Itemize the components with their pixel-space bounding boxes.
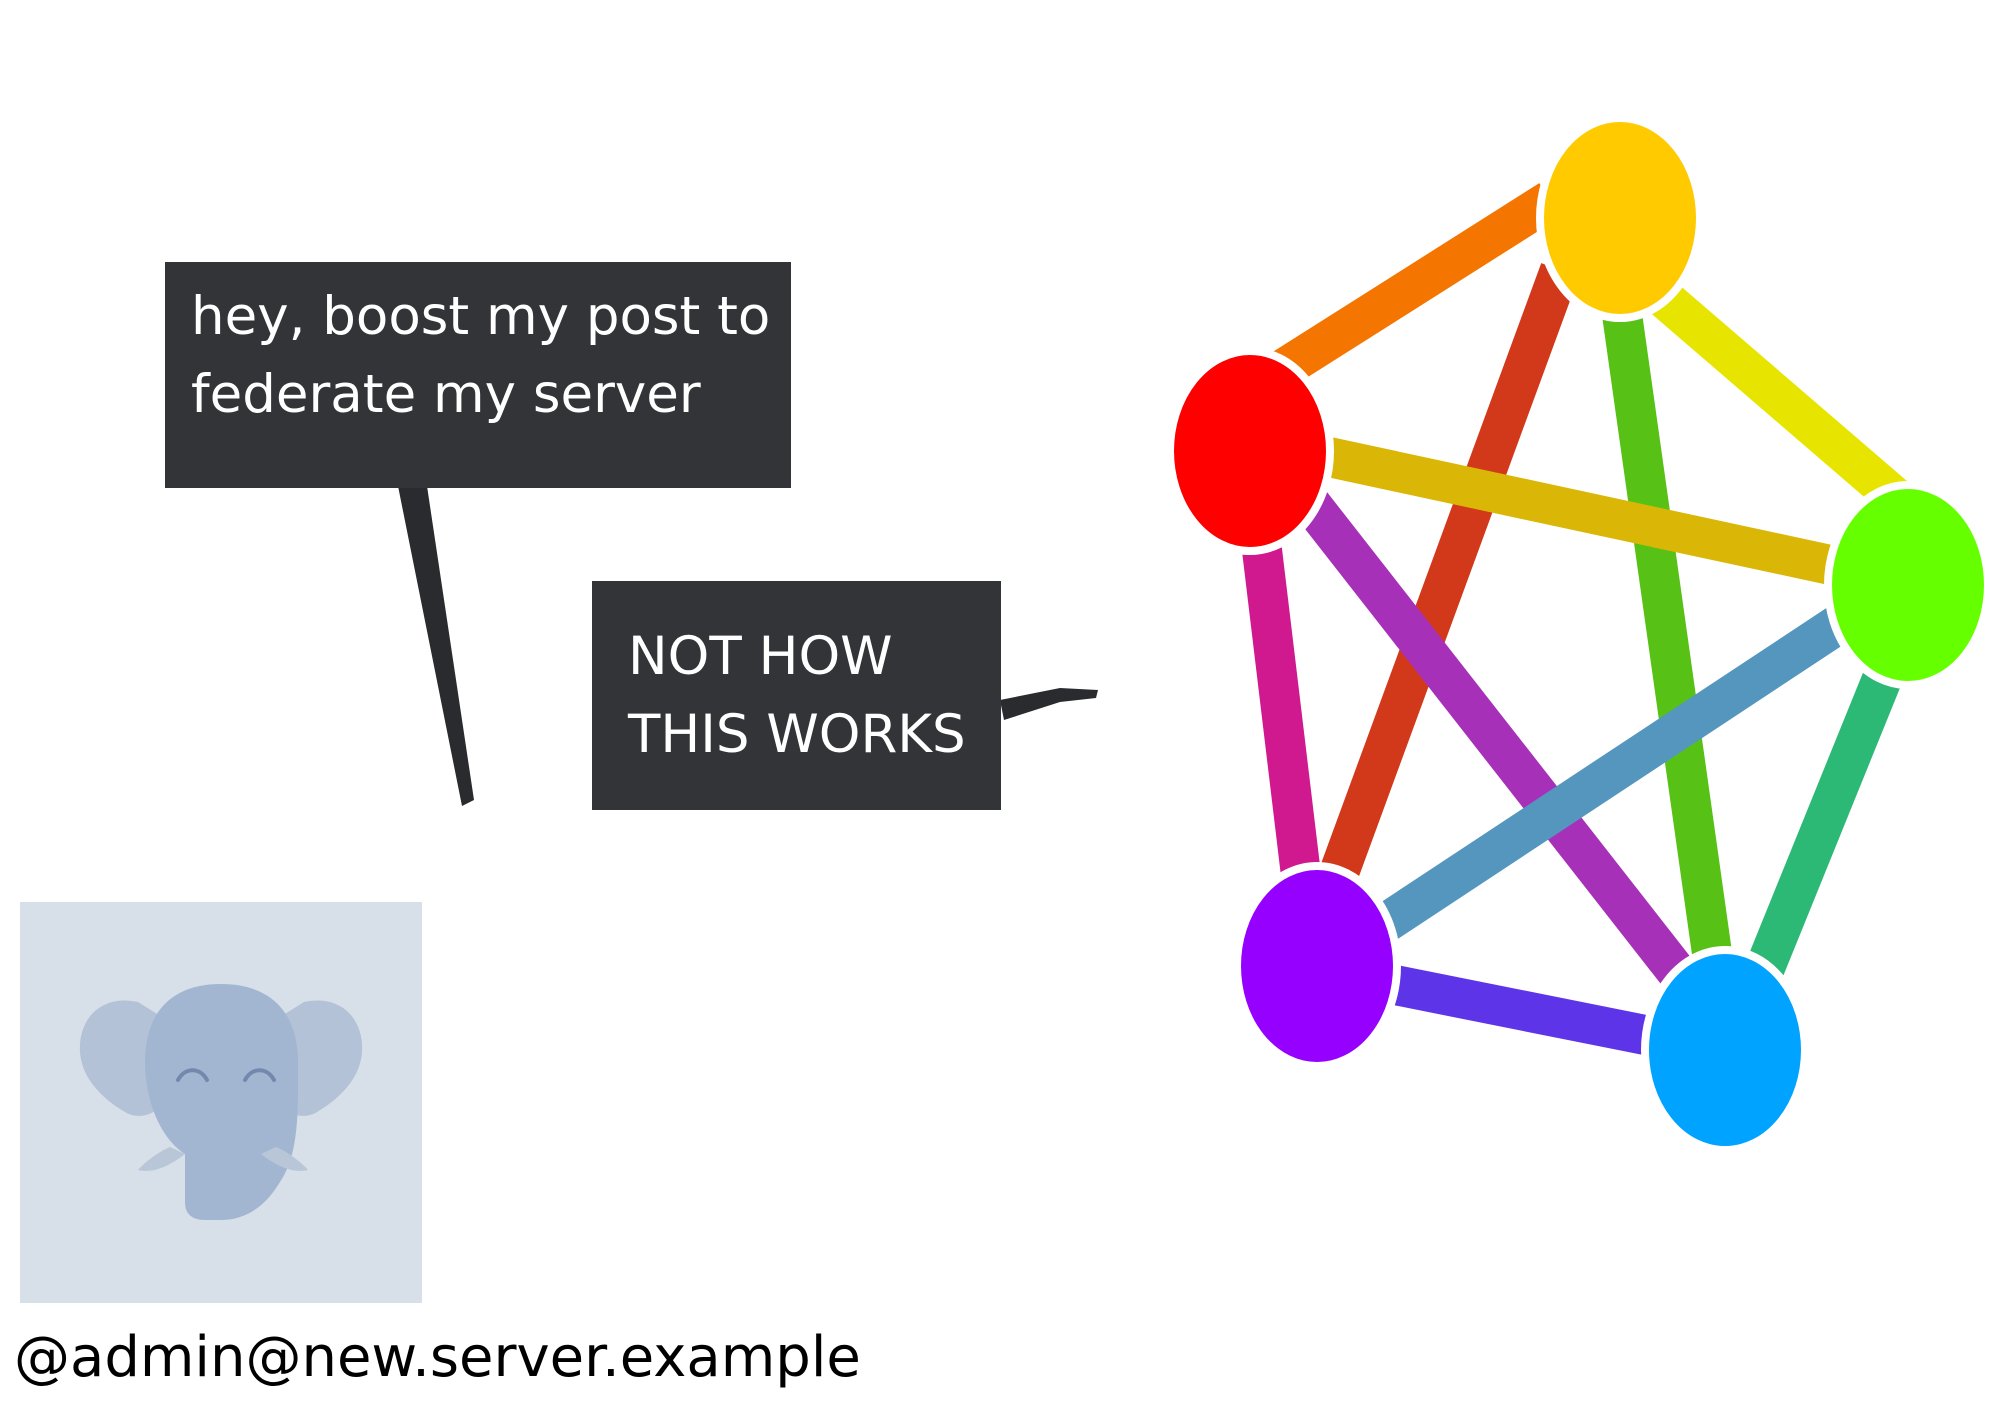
right-bubble-line-1: NOT HOW	[628, 626, 893, 687]
mastodon-default-avatar-icon	[79, 984, 363, 1220]
node-yellow	[1536, 114, 1704, 322]
left-bubble-line-1: hey, boost my post to	[191, 286, 771, 347]
user-handle: @admin@new.server.example	[14, 1325, 861, 1390]
right-speech-bubble: NOT HOW THIS WORKS	[592, 581, 1001, 810]
edge-yellow-purple	[1321, 263, 1579, 877]
edge-red-yellow	[1239, 183, 1561, 407]
node-blue	[1641, 946, 1809, 1154]
edge-green-purple	[1348, 573, 1902, 957]
left-speech-bubble: hey, boost my post to federate my server	[165, 262, 791, 488]
right-bubble-tail	[1000, 688, 1098, 720]
node-green	[1824, 481, 1992, 689]
avatar	[20, 902, 422, 1303]
edge-red-blue	[1284, 477, 1746, 1053]
node-purple	[1233, 862, 1401, 1070]
edge-red-green	[1245, 420, 1905, 600]
fediverse-logo-icon	[1166, 114, 1992, 1154]
node-red	[1166, 347, 1334, 555]
left-bubble-line-2: federate my server	[191, 364, 701, 425]
edge-yellow-blue	[1600, 297, 1740, 1013]
left-bubble-tail	[398, 486, 474, 806]
right-bubble-line-2: THIS WORKS	[628, 704, 966, 765]
